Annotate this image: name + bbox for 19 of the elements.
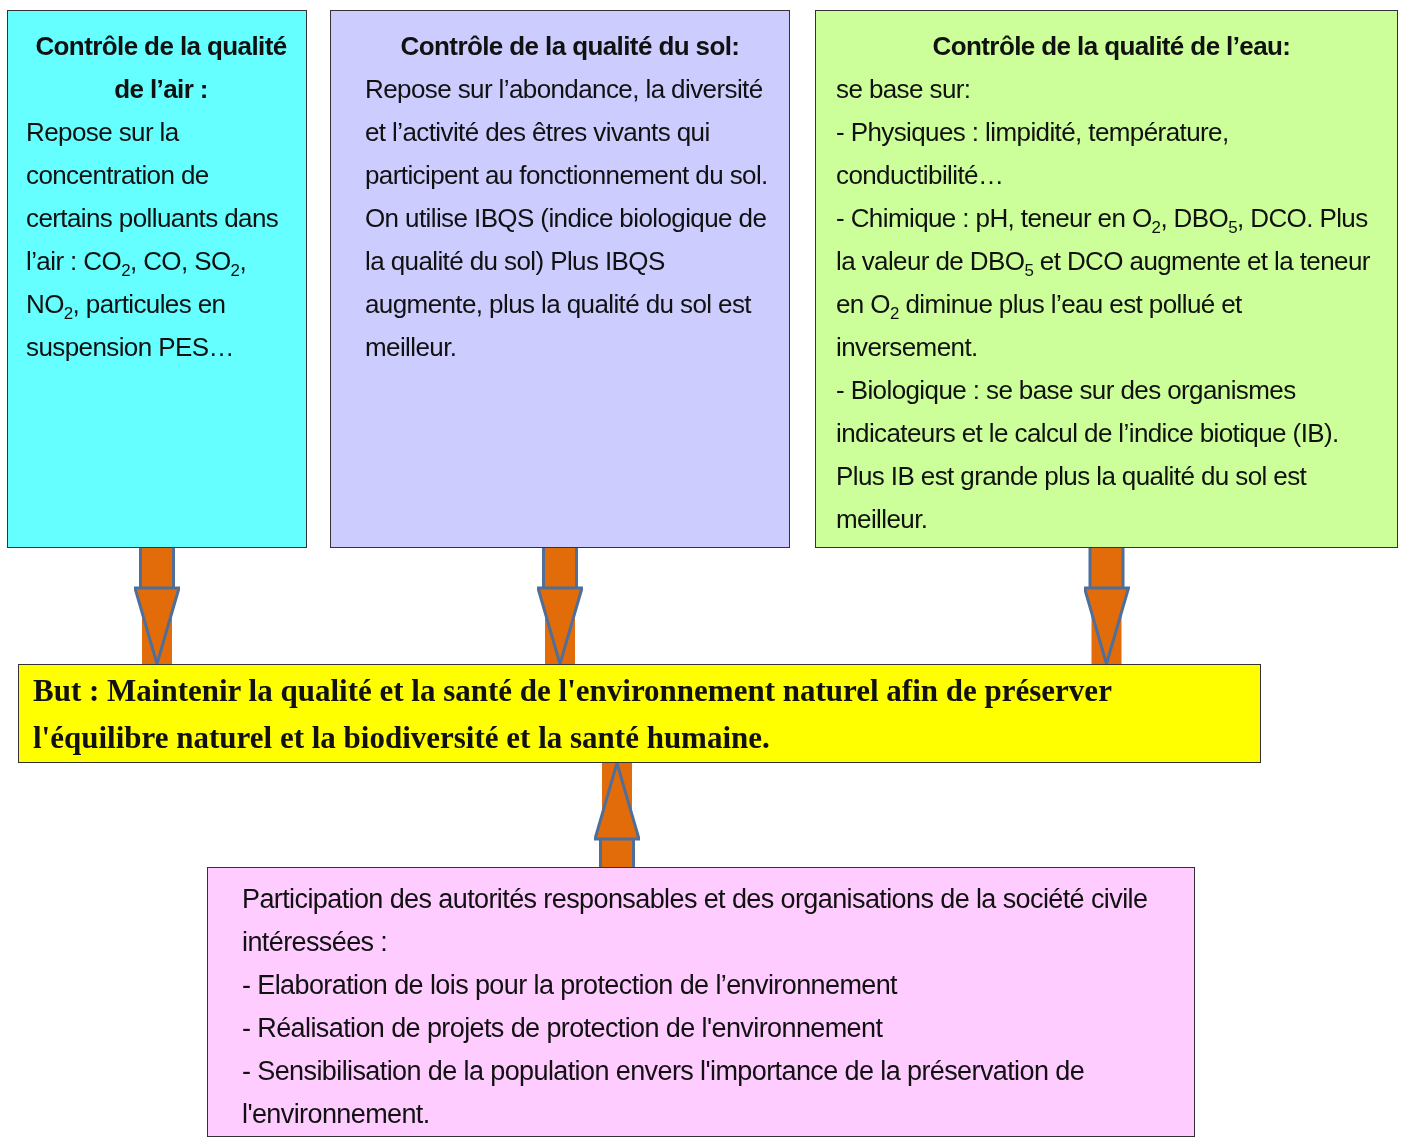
box-heading: Contrôle de la qualité de l’eau: bbox=[931, 30, 1292, 63]
box-text: - Elaboration de lois pour la protection de l’environnement bbox=[242, 969, 899, 1002]
box-text: - Sensibilisation de la population envers l'importance de la préservation de l'environnement. bbox=[242, 1055, 1086, 1131]
goal-box bbox=[18, 664, 1261, 763]
box-text: se base sur: bbox=[836, 73, 972, 106]
box-text: Repose sur la concentration de certains polluants dans l’air : CO$_{2}$, CO, SO$_{2}$, NO$_{2}$, particules en suspension PES… bbox=[26, 116, 280, 364]
info-box bbox=[7, 10, 307, 548]
box-text: Repose sur l’abondance, la diversité et l’activité des êtres vivants qui participent au fonctionnement du sol. On utilise IBQS (indice biologique de la qualité du sol) Plus IBQS augmente, plus la qualité du sol est meilleur. bbox=[365, 73, 769, 364]
info-box bbox=[330, 10, 790, 548]
box-text: - Chimique : pH, teneur en O$_{2}$, DBO$_{5}$, DCO. Plus la valeur de DBO$_{5}$ et DCO augmente et la teneur en O$_{2}$ diminue plus l’eau est pollué et inversement. bbox=[836, 202, 1371, 364]
box-heading: Contrôle de la qualité de l’air : bbox=[34, 30, 288, 106]
goal-text: But : Maintenir la qualité et la santé de l'environnement naturel afin de préserver l'équilibre naturel et la biodiversité et la santé humaine. bbox=[33, 672, 1113, 757]
info-box bbox=[815, 10, 1398, 548]
info-box bbox=[207, 867, 1195, 1137]
box-text: - Réalisation de projets de protection de l'environnement bbox=[242, 1012, 884, 1045]
box-text: - Physiques : limpidité, température, conductibilité… bbox=[836, 116, 1230, 192]
box-heading: Contrôle de la qualité du sol: bbox=[399, 30, 741, 63]
box-text: - Biologique : se base sur des organismes indicateurs et le calcul de l’indice biotique (IB). Plus IB est grande plus la qualité du sol est meilleur. bbox=[836, 374, 1340, 536]
box-text: Participation des autorités responsables et des organisations de la société civile intéressées : bbox=[242, 883, 1149, 959]
